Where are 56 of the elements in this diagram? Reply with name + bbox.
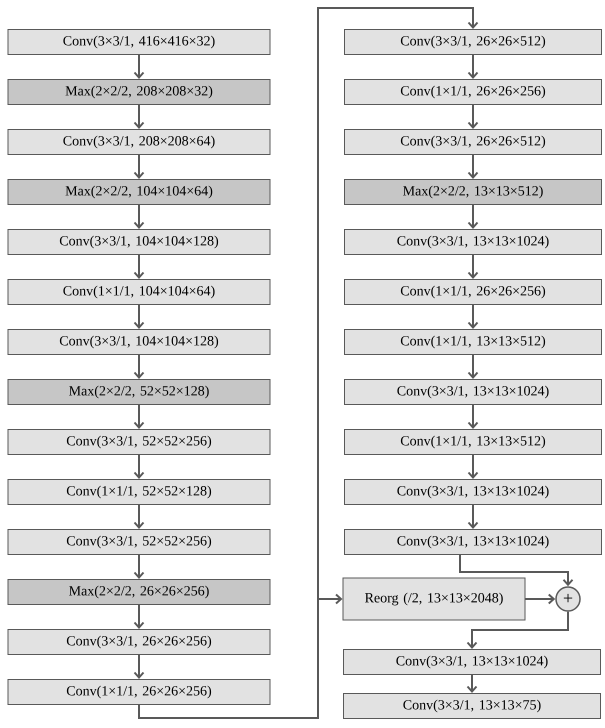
arrow xyxy=(468,55,478,79)
arrow xyxy=(134,455,144,479)
arrow xyxy=(134,105,144,129)
layer-box: Conv(3×3/1, 13×13×1024) xyxy=(344,229,602,255)
layer-box: Conv(1×1/1, 26×26×256) xyxy=(8,679,270,705)
layer-box: Max(2×2/2, 13×13×512) xyxy=(344,179,602,205)
arrow xyxy=(526,594,556,604)
arrow xyxy=(468,155,478,179)
arrow xyxy=(138,594,342,719)
arrow xyxy=(134,555,144,579)
arrow xyxy=(134,155,144,179)
layer-box: Conv(3×3/1, 104×104×128) xyxy=(8,329,270,355)
layer-box: Conv(3×3/1, 52×52×256) xyxy=(8,529,270,555)
layer-box: Max(2×2/2, 104×104×64) xyxy=(8,179,270,205)
layer-box: Conv(3×3/1, 13×13×75) xyxy=(343,693,601,719)
arrow xyxy=(468,105,478,129)
layer-box: Reorg (/2, 13×13×2048) xyxy=(342,578,526,620)
layer-box: Conv(1×1/1, 26×26×256) xyxy=(344,79,602,105)
arrow xyxy=(468,505,478,530)
layer-box: Conv(3×3/1, 104×104×128) xyxy=(8,229,270,255)
layer-box: Conv(1×1/1, 13×13×512) xyxy=(344,329,602,355)
layer-box: Conv(1×1/1, 104×104×64) xyxy=(8,279,270,305)
layer-box: Max(2×2/2, 26×26×256) xyxy=(8,579,270,605)
arrow xyxy=(134,205,144,229)
arrow xyxy=(466,675,478,693)
arrow xyxy=(134,355,144,379)
arrow xyxy=(134,505,144,530)
arrow xyxy=(468,205,478,229)
arrow xyxy=(134,255,144,279)
arrow xyxy=(468,405,478,429)
layer-box: Conv(1×1/1, 26×26×256) xyxy=(344,279,602,305)
arrow xyxy=(134,55,144,79)
arrow xyxy=(468,255,478,279)
layer-box: Conv(3×3/1, 26×26×256) xyxy=(8,629,270,655)
layer-box: Conv(3×3/1, 26×26×512) xyxy=(344,29,602,55)
arrow xyxy=(134,305,144,329)
arrow xyxy=(459,554,574,586)
arrow xyxy=(134,605,144,629)
layer-box: Max(2×2/2, 52×52×128) xyxy=(8,379,270,405)
layer-box: Conv(3×3/1, 13×13×1024) xyxy=(343,649,601,675)
layer-box: Conv(1×1/1, 52×52×128) xyxy=(8,479,270,505)
layer-box: Max(2×2/2, 208×208×32) xyxy=(8,79,270,105)
layer-box: Conv(1×1/1, 13×13×512) xyxy=(344,429,602,455)
arrow xyxy=(468,305,478,329)
layer-box: Conv(3×3/1, 26×26×512) xyxy=(344,129,602,155)
arrow xyxy=(468,355,478,379)
layer-box: Conv(3×3/1, 208×208×64) xyxy=(8,129,270,155)
layer-box: Conv(3×3/1, 52×52×256) xyxy=(8,429,270,455)
arrow xyxy=(134,655,144,680)
layer-box: Conv(3×3/1, 416×416×32) xyxy=(8,29,270,55)
arrow xyxy=(134,405,144,429)
arrow xyxy=(468,455,478,479)
layer-box: Conv(3×3/1, 13×13×1024) xyxy=(344,479,602,505)
arrow xyxy=(466,612,569,649)
layer-box: Conv(3×3/1, 13×13×1024) xyxy=(344,529,602,555)
layer-box: Conv(3×3/1, 13×13×1024) xyxy=(344,379,602,405)
